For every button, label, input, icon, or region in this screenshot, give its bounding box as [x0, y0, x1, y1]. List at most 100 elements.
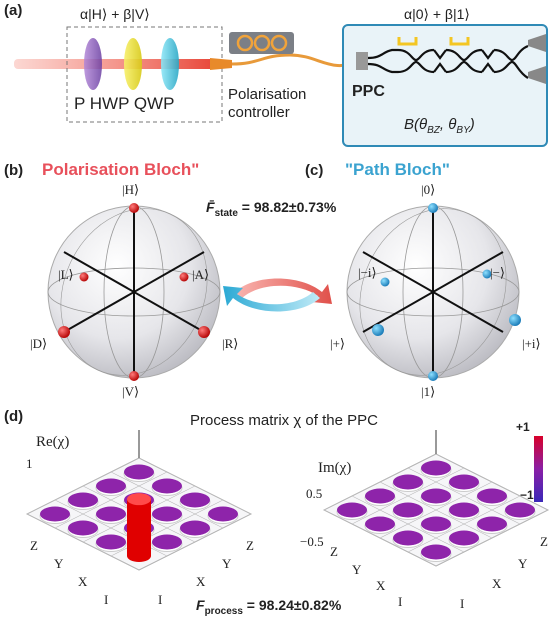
right-state-top: |0⟩	[421, 182, 436, 197]
matrix-disk	[337, 502, 367, 518]
matrix-disk	[477, 488, 507, 504]
im-axis-i: I	[398, 594, 403, 609]
detector-top-icon	[528, 34, 546, 52]
right-state-bottom: |1⟩	[421, 384, 436, 399]
controller-label: Polarisation controller	[228, 86, 306, 122]
matrix-disk	[365, 488, 395, 504]
im-axis-z2: Z	[540, 534, 548, 549]
matrix-disk	[96, 534, 126, 550]
fiber-coupler-icon	[210, 58, 232, 70]
grid-line	[407, 495, 521, 553]
transformation-arrows-icon	[223, 278, 332, 312]
matrix-disk	[180, 520, 210, 536]
im-chi-label: Im(χ)	[318, 460, 352, 476]
process-fidelity: Fprocess = 98.24±0.82%	[196, 597, 341, 617]
laser-beam	[14, 59, 214, 69]
matrix-disk	[449, 502, 479, 518]
re-tick-1: 1	[26, 456, 33, 471]
process-fidelity-symbol: F	[196, 597, 205, 613]
right-state-right: |+i⟩	[522, 336, 541, 351]
process-fidelity-value: = 98.24±0.82%	[242, 597, 342, 613]
matrix-bar-II	[127, 499, 151, 556]
matrix-disk	[96, 506, 126, 522]
matrix-disk	[421, 544, 451, 560]
matrix-disk	[124, 464, 154, 480]
bloch-spheres	[47, 203, 521, 381]
matrix-disk	[449, 530, 479, 546]
state-polarisation: α|H⟩ + β|V⟩	[80, 6, 150, 22]
fiber-path	[231, 53, 363, 68]
controller-label-line2: controller	[228, 104, 290, 121]
polarisation-bloch-title: Polarisation Bloch"	[42, 160, 200, 179]
re-axis-y: Y	[54, 556, 64, 571]
path-bloch-sphere	[346, 203, 521, 381]
re-axis-x: X	[78, 574, 88, 589]
matrix-bar-base	[127, 550, 151, 562]
controller-label-line1: Polarisation	[228, 86, 307, 103]
colorbar-max: +1	[516, 420, 530, 434]
re-axis-i: I	[104, 592, 109, 607]
matrix-disk	[40, 506, 70, 522]
panel-label-b: (b)	[4, 162, 24, 179]
grid-line	[379, 481, 493, 539]
state-fidelity: F̄state = 98.82±0.73%	[206, 199, 336, 219]
matrix-disk	[477, 516, 507, 532]
re-axis-x2: X	[196, 574, 206, 589]
panel-label-d: (d)	[4, 408, 24, 425]
left-state-top: |H⟩	[122, 182, 140, 197]
left-state-upper-right: |A⟩	[192, 267, 210, 282]
path-bloch-title: "Path Bloch"	[345, 160, 450, 179]
re-axis-z2: Z	[246, 538, 254, 553]
ppc-operator: B(θBZ, θBY)	[404, 116, 475, 136]
matrix-disk	[421, 488, 451, 504]
matrix-disk	[421, 516, 451, 532]
process-matrix-plots	[26, 430, 549, 571]
left-state-bottom: |V⟩	[122, 384, 140, 399]
panel-label-a: (a)	[4, 2, 23, 19]
im-axis-y: Y	[352, 562, 362, 577]
matrix-disk	[68, 492, 98, 508]
grid-line	[26, 513, 140, 571]
colorbar	[534, 436, 543, 502]
im-axis-y2: Y	[518, 556, 528, 571]
state-fidelity-sub: state	[214, 207, 238, 219]
matrix-disk	[152, 506, 182, 522]
grid-line	[351, 495, 465, 553]
im-tick-neg: −0.5	[300, 534, 324, 549]
re-chi-label: Re(χ)	[36, 434, 70, 450]
matrix-disk	[152, 478, 182, 494]
right-state-upper-right: |−⟩	[490, 265, 506, 280]
matrix-disk	[68, 520, 98, 536]
matrix-disk	[393, 530, 423, 546]
polarisation-controller-icon	[229, 32, 294, 54]
im-tick-pos: 0.5	[306, 486, 323, 501]
im-axis-x2: X	[492, 576, 502, 591]
im-chi-plot	[323, 430, 549, 567]
grid-line	[323, 509, 437, 567]
setup-diagram	[14, 24, 548, 147]
optics-box	[66, 26, 223, 123]
left-state-right: |R⟩	[222, 336, 239, 351]
state-fidelity-value: = 98.82±0.73%	[237, 199, 337, 215]
matrix-disk	[393, 474, 423, 490]
right-state-upper-left: |−i⟩	[358, 265, 377, 280]
re-axis-z: Z	[30, 538, 38, 553]
matrix-disk	[180, 492, 210, 508]
heater-2-icon	[449, 37, 470, 46]
matrix-bar-top	[127, 493, 151, 506]
matrix-disk	[152, 534, 182, 550]
ppc-label: PPC	[352, 83, 385, 100]
im-axis-x: X	[376, 578, 386, 593]
matrix-disk	[96, 478, 126, 494]
qwp-icon	[161, 38, 179, 90]
optics-label: P HWP QWP	[74, 94, 175, 113]
grid-line	[138, 513, 252, 571]
im-axis-z: Z	[330, 544, 338, 559]
matrix-disk	[365, 516, 395, 532]
matrix-disk	[393, 502, 423, 518]
detector-bottom-icon	[528, 66, 546, 84]
polarisation-bloch-sphere	[47, 203, 221, 381]
matrix-disk	[208, 506, 238, 522]
heater-1-icon	[397, 37, 418, 46]
re-axis-y2: Y	[222, 556, 232, 571]
